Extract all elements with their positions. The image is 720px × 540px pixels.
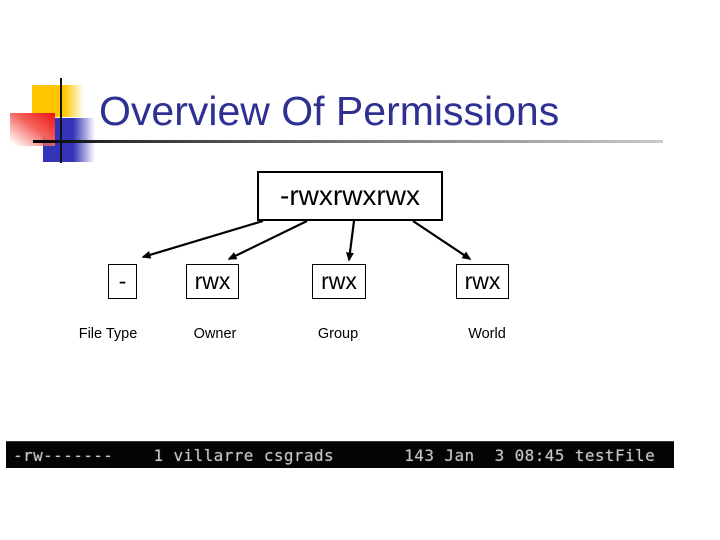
slide-title: Overview Of Permissions bbox=[99, 88, 560, 134]
title-underline-rule bbox=[33, 140, 663, 143]
ornament-yellow-square bbox=[32, 85, 84, 117]
owner-label: Owner bbox=[193, 326, 237, 342]
world-perms-box: rwx bbox=[456, 264, 509, 299]
ornament-vertical-line bbox=[60, 78, 62, 163]
permission-string-box: -rwxrwxrwx bbox=[257, 171, 443, 221]
file-type-box: - bbox=[108, 264, 137, 299]
arrow-file-type bbox=[141, 219, 264, 259]
world-label: World bbox=[468, 326, 506, 342]
arrow-world bbox=[412, 220, 472, 260]
arrow-group bbox=[345, 220, 356, 262]
arrow-owner bbox=[227, 220, 308, 260]
owner-perms-box: rwx bbox=[186, 264, 239, 299]
ls-output-line: -rw------- 1 villarre csgrads 143 Jan 3 … bbox=[13, 445, 656, 465]
group-perms-box: rwx bbox=[312, 264, 366, 299]
file-type-label: File Type bbox=[78, 326, 138, 342]
group-label: Group bbox=[317, 326, 359, 342]
terminal-screenshot-strip: -rw------- 1 villarre csgrads 143 Jan 3 … bbox=[6, 441, 674, 468]
